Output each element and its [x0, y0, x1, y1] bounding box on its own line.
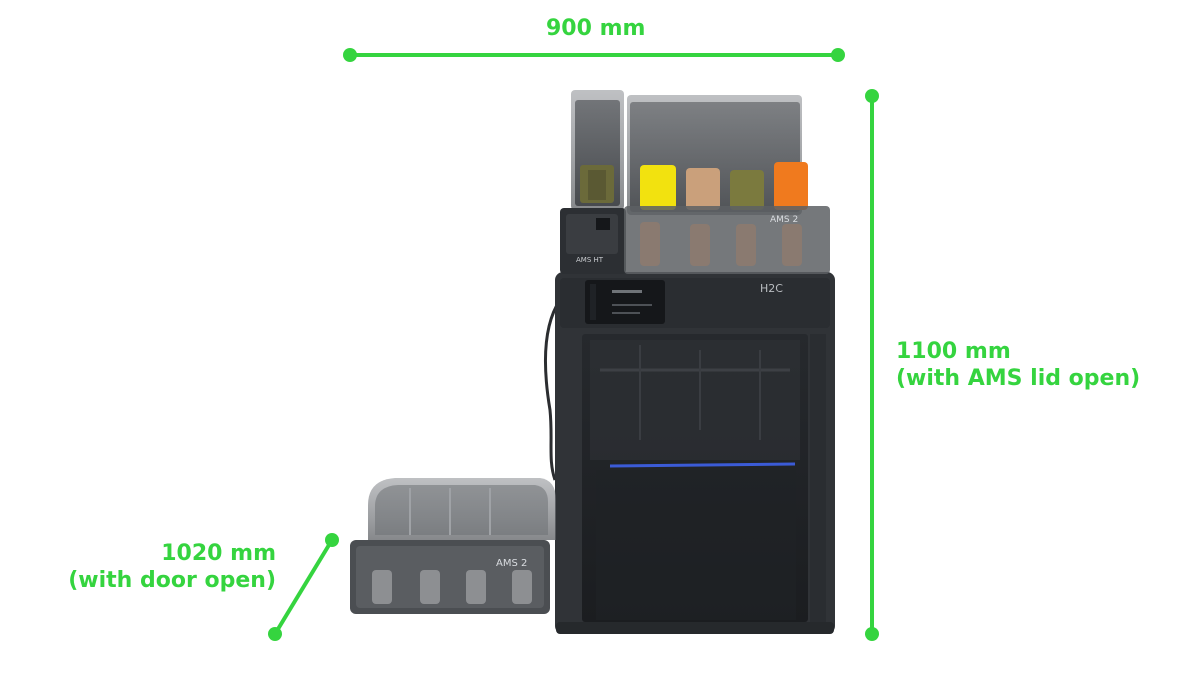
depth-dimension-label: 1020 mm (with door open) [68, 540, 276, 594]
ams-ht-label: AMS HT [576, 256, 604, 264]
height-value: 1100 mm [896, 339, 1011, 364]
width-dimension-label: 900 mm [546, 15, 645, 42]
height-dimension-line [865, 89, 879, 641]
ams-2-side-unit: AMS 2 [350, 478, 556, 614]
touch-screen [585, 280, 665, 324]
ams-2-top-unit: AMS 2 [624, 95, 830, 274]
printer-model-label: H2C [760, 282, 783, 295]
filament-spool-orange [774, 162, 808, 210]
filament-spool-tan [686, 168, 720, 210]
ams-ht-unit: AMS HT [560, 90, 626, 274]
width-dimension-line [343, 48, 845, 62]
height-note: (with AMS lid open) [896, 366, 1141, 391]
printer-body: H2C [555, 272, 835, 634]
filament-spool-yellow [640, 165, 676, 210]
filament-spool-olive [730, 170, 764, 210]
depth-dimension-line [268, 533, 339, 641]
width-value: 900 mm [546, 16, 646, 41]
ams-2-side-label: AMS 2 [496, 558, 527, 569]
ams-2-top-label: AMS 2 [770, 215, 798, 225]
depth-value: 1020 mm [161, 541, 276, 566]
depth-note: (with door open) [68, 568, 276, 593]
height-dimension-label: 1100 mm (with AMS lid open) [896, 338, 1140, 392]
